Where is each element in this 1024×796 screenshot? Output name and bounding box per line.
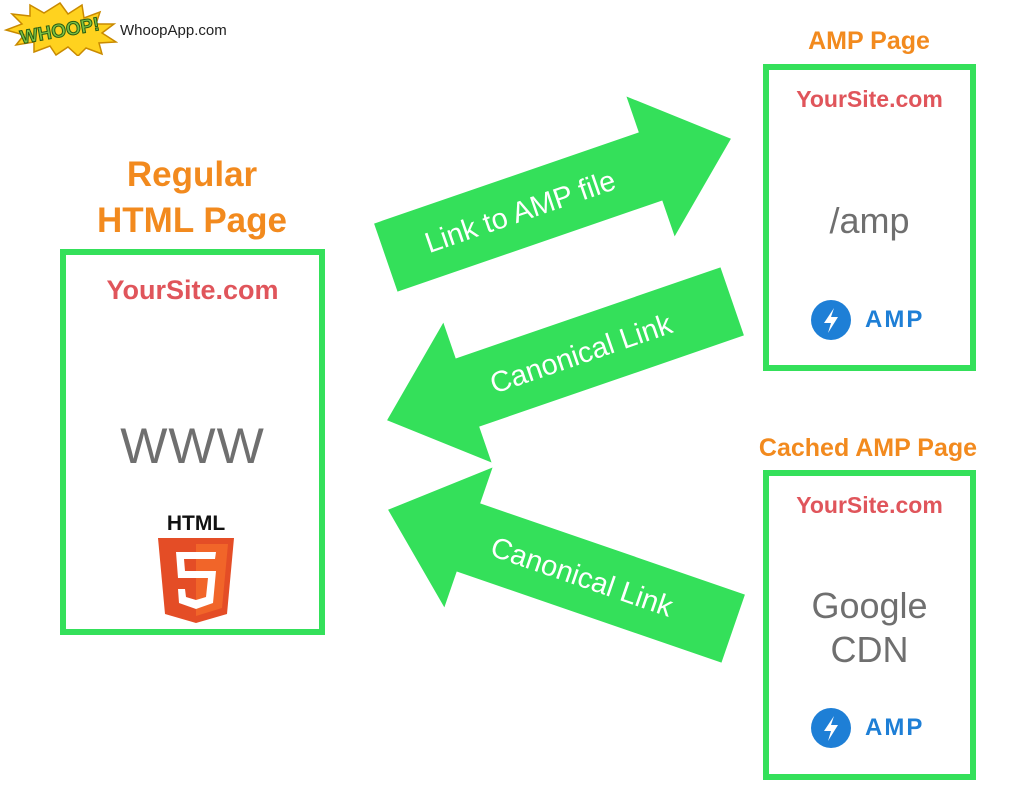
amp-site-label: YourSite.com [796,86,943,112]
amp-path-label: /amp [829,200,910,241]
cached-site-label: YourSite.com [796,492,943,518]
amp-badge: AMP [811,708,924,748]
regular-site-label: YourSite.com [106,275,279,305]
canonical-arrow-2: Canonical Link [388,467,745,663]
regular-page-title: Regular HTML Page [60,152,324,244]
amp-badge-label: AMP [865,714,925,741]
html5-shield-icon: HTML [158,512,234,623]
cached-amp-page-card: YourSite.com Google CDN AMP [763,470,976,780]
regular-page-card: YourSite.com WWW HTML [60,249,325,635]
amp-badge-label: AMP [865,306,925,333]
amp-bolt-icon [811,708,851,748]
whoop-logo-icon: WHOOP! [3,2,118,56]
google-cdn-line2: CDN [830,629,909,670]
google-cdn-line1: Google [811,585,928,626]
amp-page-title: AMP Page [808,27,930,55]
www-label: WWW [120,418,265,474]
html5-badge-text: HTML [167,512,225,535]
regular-title-line2: HTML Page [97,201,287,240]
amp-bolt-icon [811,300,851,340]
google-cdn-label: Google CDN [769,584,970,672]
amp-page-card: YourSite.com /amp AMP [763,64,976,371]
brand-text: WhoopApp.com [120,22,227,39]
amp-badge: AMP [811,300,924,340]
regular-title-line1: Regular [126,155,258,194]
cached-amp-page-title: Cached AMP Page [758,434,978,462]
